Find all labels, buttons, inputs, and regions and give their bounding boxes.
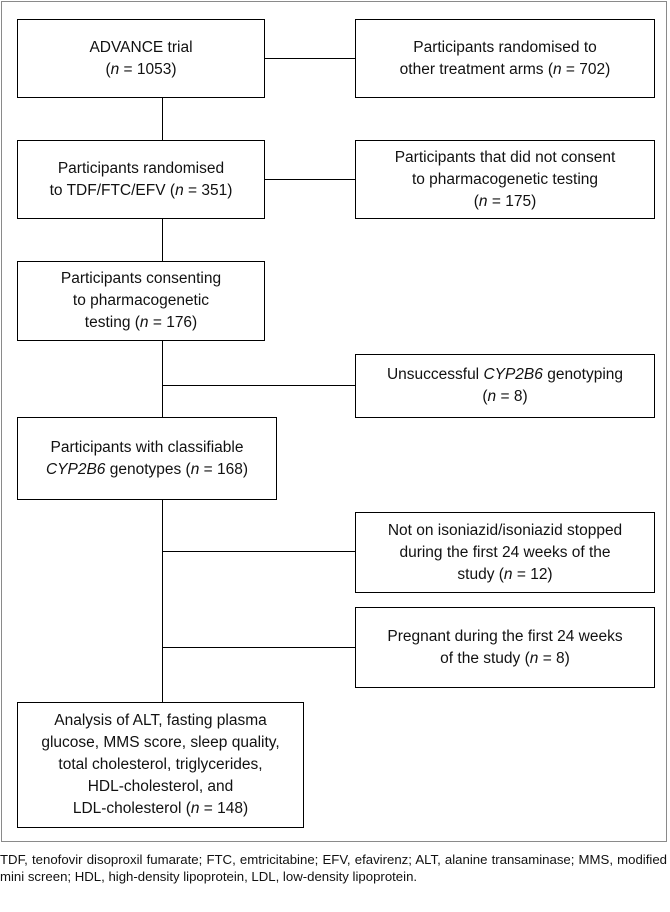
trunk-4 [162,499,164,702]
box-text: Participants that did not consent to phar… [395,147,616,213]
trunk-3 [162,340,164,417]
box-text-line: to pharmacogenetic testing [411,170,599,188]
box-text-line: Analysis of ALT, fasting plasma [54,712,267,729]
box-text-line: Participants randomised [57,159,225,177]
box-randomised: Participants randomised to TDF/FTC/EFV (n… [17,140,265,219]
box-text-line: (n = 175) [473,192,537,210]
box-text: Not on isoniazid/isoniazid stopped during… [388,520,622,586]
box-text-line: Unsuccessful CYP2B6 genotyping [386,366,624,383]
box-text-line: CYP2B6 genotypes (n = 168) [45,460,249,478]
branch-no-consent [264,179,355,181]
trunk-1 [162,97,164,140]
box-text-line: Participants consenting [60,270,222,287]
box-text-line: ADVANCE trial [89,38,193,56]
box-text-line: Pregnant during the first 24 weeks [387,627,623,645]
box-analysis: Analysis of ALT, fasting plasma glucose, … [17,702,304,828]
box-text-line: of the study (n = 8) [440,649,570,667]
box-text: Participants consenting to pharmacogeneti… [61,268,221,334]
box-isoniazid: Not on isoniazid/isoniazid stopped during… [355,512,655,593]
box-text-line: HDL-cholesterol, and [87,778,234,795]
diagram-frame: ADVANCE trial (n = 1053) Participants ran… [1,1,667,842]
branch-unsuccessful [162,385,355,387]
box-pregnant: Pregnant during the first 24 weeks of the… [355,607,655,688]
box-text-line: study (n = 12) [457,565,553,583]
box-text: Analysis of ALT, fasting plasma glucose, … [41,710,279,820]
box-advance-trial: ADVANCE trial (n = 1053) [17,19,265,98]
figure-caption: TDF, tenofovir disoproxil fumarate; FTC,… [0,852,667,884]
box-text-line: Participants that did not consent [394,148,616,166]
box-text: Pregnant during the first 24 weeks of the… [387,626,622,670]
box-text-line: total cholesterol, triglycerides, [58,756,263,773]
box-consenting: Participants consenting to pharmacogeneti… [17,261,265,341]
box-no-consent: Participants that did not consent to phar… [355,140,655,219]
branch-isoniazid [162,551,355,553]
trunk-2 [162,218,164,261]
box-text-line: LDL-cholesterol (n = 148) [72,800,249,817]
box-text-line: other treatment arms (n = 702) [399,60,611,78]
box-text-line: Participants with classifiable [50,438,244,456]
branch-pregnant [162,647,355,649]
box-text: ADVANCE trial (n = 1053) [89,37,192,81]
box-text: Unsuccessful CYP2B6 genotyping (n = 8) [387,364,623,408]
box-text-line: (n = 1053) [105,60,177,78]
box-text-line: during the first 24 weeks of the [399,543,611,561]
box-text-line: (n = 8) [482,388,528,405]
box-text-line: to pharmacogenetic [72,292,210,309]
box-text: Participants randomised to TDF/FTC/EFV (n… [50,158,233,202]
box-text-line: Not on isoniazid/isoniazid stopped [387,521,623,539]
box-unsuccessful: Unsuccessful CYP2B6 genotyping (n = 8) [355,354,655,418]
box-text-line: testing (n = 176) [84,314,198,331]
box-text: Participants randomised to other treatmen… [400,37,611,81]
box-text-line: glucose, MMS score, sleep quality, [41,734,280,751]
branch-other-arms [264,58,355,60]
box-text-line: to TDF/FTC/EFV (n = 351) [49,181,233,199]
box-text-line: Participants randomised to [413,38,597,56]
box-other-arms: Participants randomised to other treatmen… [355,19,655,98]
